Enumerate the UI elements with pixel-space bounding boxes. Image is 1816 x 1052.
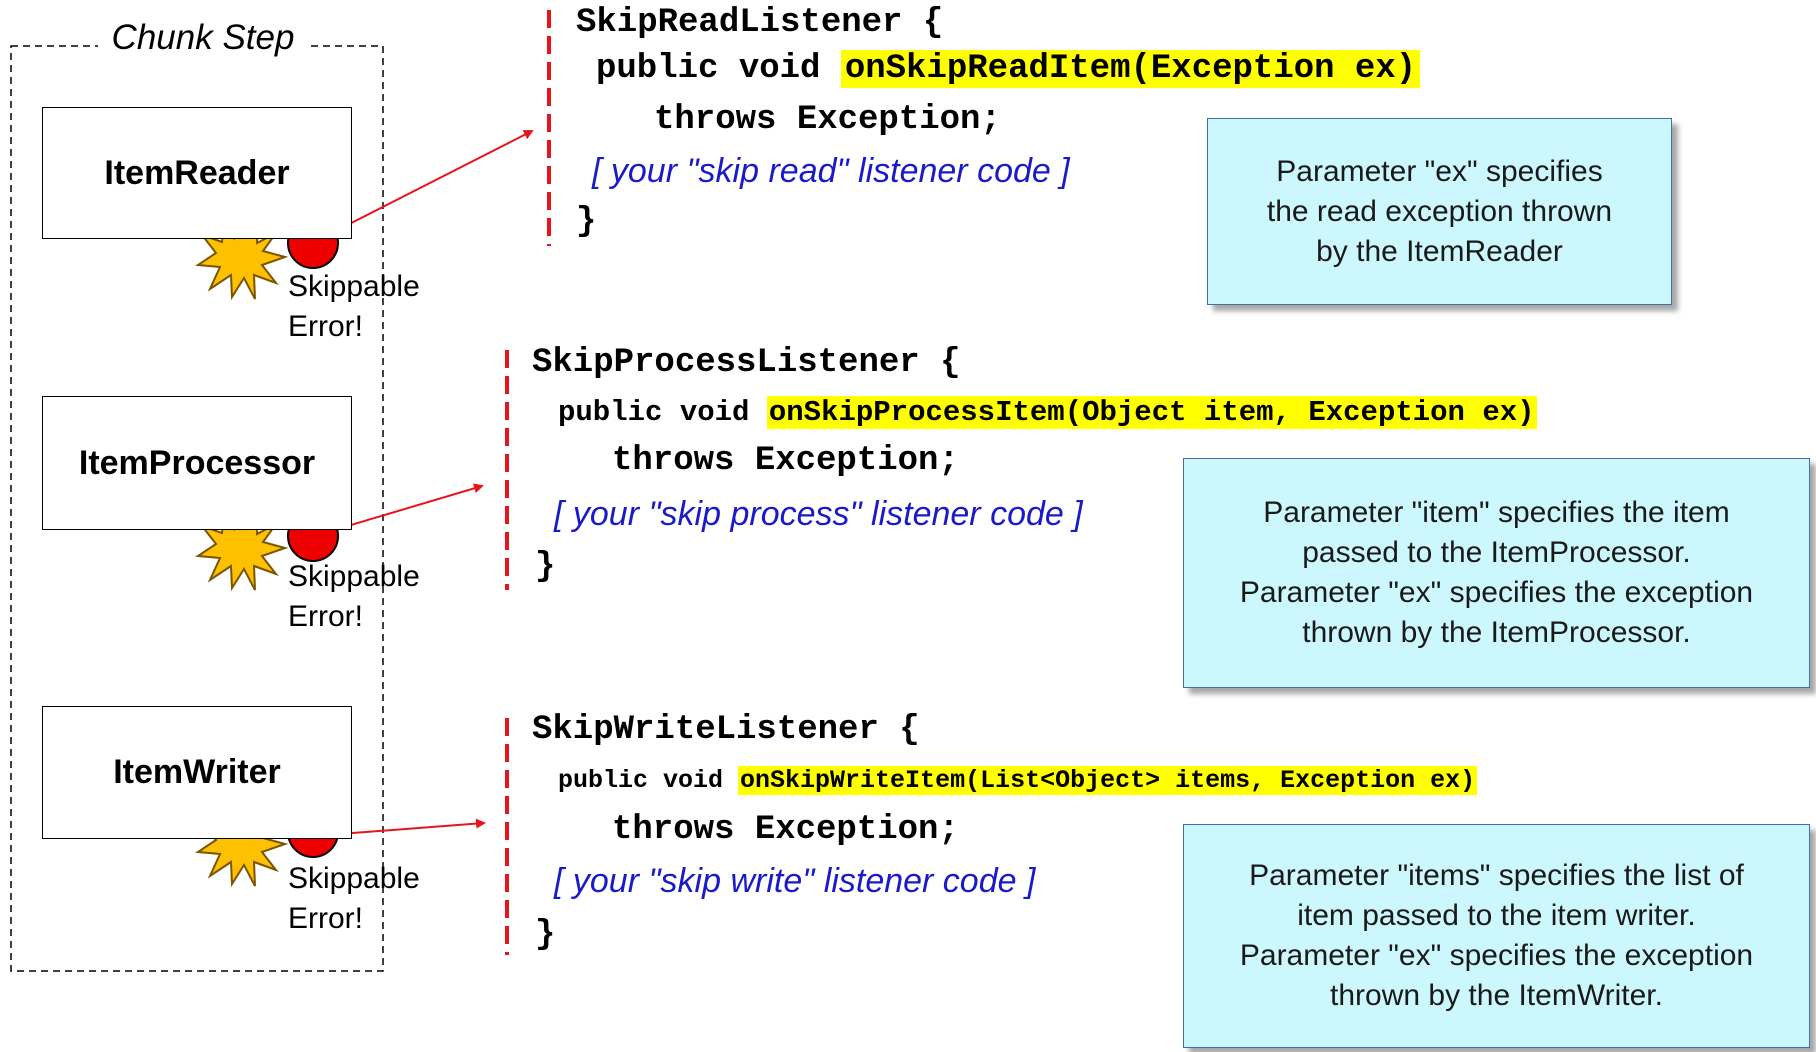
note-write-exception: Parameter "items" specifies the list of …: [1183, 824, 1810, 1048]
item-reader-box: ItemReader: [42, 107, 352, 239]
listener-close-brace: }: [535, 916, 556, 954]
chunk-step-title: Chunk Step: [98, 18, 308, 58]
note-text: Parameter "items" specifies the list of …: [1239, 859, 1754, 1012]
listener-close-brace: }: [535, 548, 556, 586]
skippable-error-label: Skippable Error!: [288, 862, 420, 935]
listener-interface-name: SkipReadListener {: [576, 4, 944, 42]
note-process-exception: Parameter "item" specifies the item pass…: [1183, 458, 1810, 688]
item-writer-box: ItemWriter: [42, 706, 352, 839]
note-text: Parameter "item" specifies the item pass…: [1239, 496, 1754, 649]
listener-method-line: public void onSkipProcessItem(Object ite…: [558, 396, 1537, 429]
note-text: Parameter "ex" specifies the read except…: [1266, 154, 1613, 268]
listener-close-brace: }: [576, 203, 597, 241]
listener-method-line: public void onSkipReadItem(Exception ex): [596, 50, 1421, 88]
skippable-error-label: Skippable Error!: [288, 270, 420, 343]
listener-method-line: public void onSkipWriteItem(List<Object>…: [558, 766, 1478, 795]
item-processor-box: ItemProcessor: [42, 396, 352, 530]
listener-code-hint: [ your "skip read" listener code ]: [592, 152, 1070, 190]
listener-code-hint: [ your "skip write" listener code ]: [554, 862, 1036, 900]
listener-throws-line: throws Exception;: [654, 101, 1001, 139]
listener-code-hint: [ your "skip process" listener code ]: [554, 495, 1083, 533]
method-prefix: public void: [596, 50, 841, 88]
method-prefix: public void: [558, 766, 739, 795]
listener-throws-line: throws Exception;: [612, 442, 959, 480]
note-read-exception: Parameter "ex" specifies the read except…: [1207, 118, 1672, 305]
method-signature: onSkipProcessItem(Object item, Exception…: [766, 396, 1537, 429]
listener-throws-line: throws Exception;: [612, 811, 959, 849]
skippable-error-label: Skippable Error!: [288, 560, 420, 633]
method-signature: onSkipWriteItem(List<Object> items, Exce…: [738, 766, 1478, 795]
listener-interface-name: SkipProcessListener {: [532, 344, 961, 382]
method-prefix: public void: [558, 396, 767, 429]
method-signature: onSkipReadItem(Exception ex): [840, 50, 1421, 88]
listener-interface-name: SkipWriteListener {: [532, 711, 920, 749]
